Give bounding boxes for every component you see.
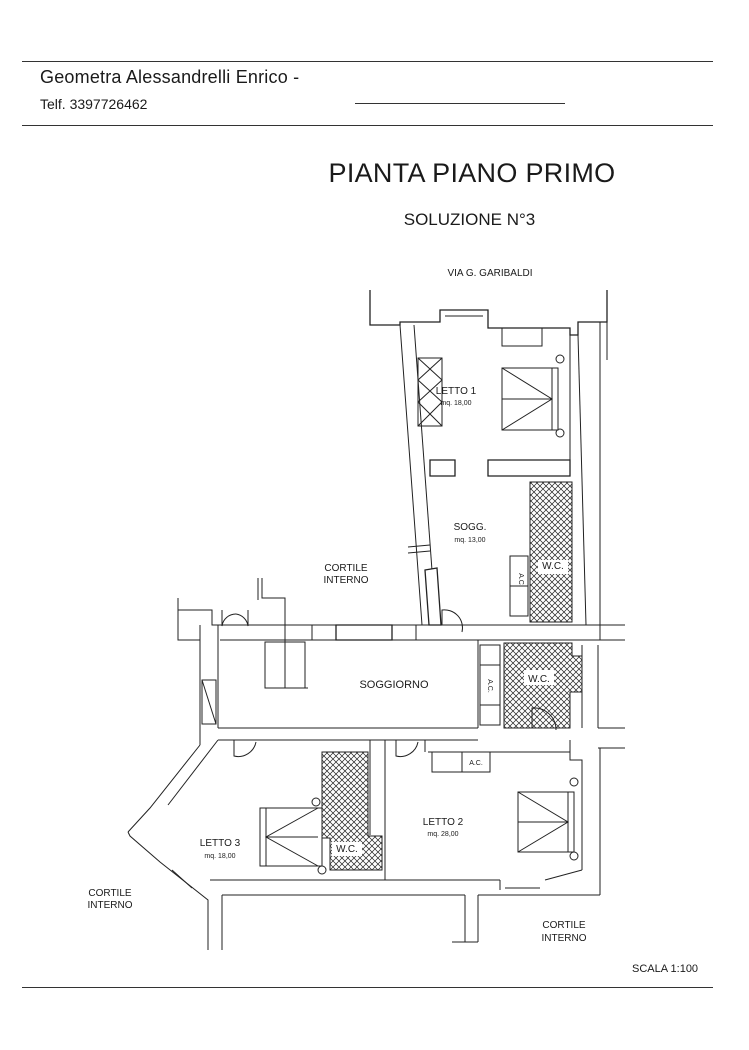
courtyard-bottom-line1: CORTILE — [542, 920, 585, 931]
top-rule — [22, 61, 713, 62]
ac-middle-label: A.C. — [486, 679, 493, 693]
wc-middle-label: W.C. — [528, 674, 550, 685]
letto3-name: LETTO 3 — [200, 838, 241, 849]
middle-band-walls — [177, 578, 625, 749]
letto2-area: mq. 28,00 — [427, 831, 458, 838]
courtyard-bottom-line2: INTERNO — [542, 933, 587, 944]
scale-label: SCALA 1:100 — [632, 963, 699, 975]
bottom-rule — [22, 987, 713, 988]
soggiorno-name: SOGGIORNO — [359, 679, 429, 691]
surveyor-name: Geometra Alessandrelli Enrico - — [40, 67, 300, 87]
courtyard-top-line1: CORTILE — [324, 563, 367, 574]
courtyard-top-line2: INTERNO — [324, 575, 369, 586]
letto1-name: LETTO 1 — [436, 386, 477, 397]
header-rule — [22, 125, 713, 126]
ac-upper-label: A.C. — [517, 573, 524, 587]
drawing-title: PIANTA PIANO PRIMO — [328, 158, 616, 188]
surveyor-phone: Telf. 3397726462 — [40, 96, 148, 112]
lower-wing-walls — [127, 739, 601, 950]
letto2-name: LETTO 2 — [423, 817, 464, 828]
wc-lower-label: W.C. — [336, 844, 358, 855]
signature-line — [355, 103, 565, 104]
upper-wing-walls — [369, 290, 608, 633]
courtyard-left-line2: INTERNO — [88, 900, 133, 911]
drawing-subtitle: SOLUZIONE N°3 — [403, 210, 536, 229]
letto1-area: mq. 18,00 — [440, 400, 471, 407]
ac-lower-label: A.C. — [469, 760, 483, 767]
sogg-name: SOGG. — [454, 522, 487, 533]
letto3-area: mq. 18,00 — [204, 853, 235, 860]
sogg-area: mq. 13,00 — [454, 537, 485, 544]
wc-upper-label: W.C. — [542, 561, 564, 572]
street-label: VIA G. GARIBALDI — [447, 268, 532, 279]
courtyard-left-line1: CORTILE — [88, 888, 131, 899]
